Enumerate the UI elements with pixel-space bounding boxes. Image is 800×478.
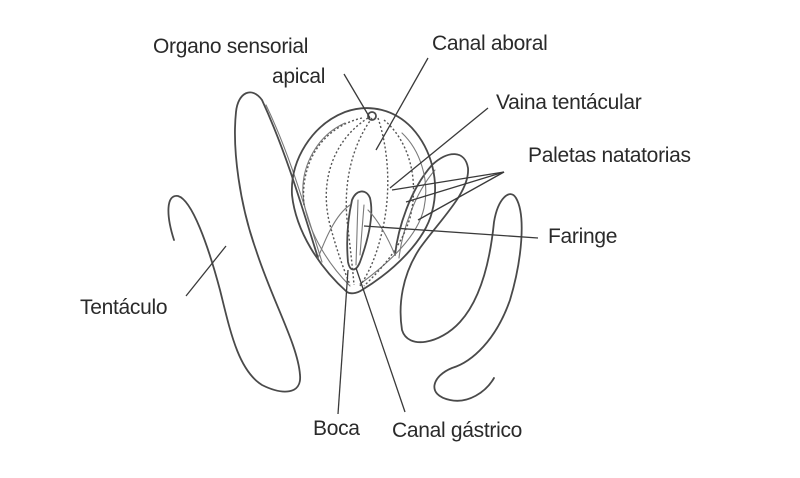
label-canal-gastrico: Canal gástrico	[392, 419, 523, 442]
pharynx	[346, 190, 373, 271]
leader-paletas-1	[405, 171, 505, 203]
comb-row-4	[363, 119, 415, 287]
left-tentacle-loop	[167, 91, 319, 393]
body-outline	[291, 107, 436, 295]
apical-organ	[367, 111, 377, 121]
label-boca: Boca	[313, 417, 360, 440]
label-faringe: Faringe	[548, 225, 618, 248]
label-apical: apical	[272, 65, 326, 88]
left-tentacle-sheath	[317, 204, 351, 259]
leader-boca	[337, 269, 349, 415]
pharynx-center	[355, 199, 359, 266]
comb-row-1	[325, 117, 369, 286]
label-organo-sensorial: Organo sensorial	[153, 35, 309, 58]
label-paletas-natatorias: Paletas natatorias	[528, 144, 691, 167]
leader-organo-sensorial	[343, 73, 371, 119]
leader-canal-gastrico	[355, 267, 406, 413]
leader-faringe	[363, 225, 539, 239]
right-tentacle-sheath	[367, 209, 396, 256]
leader-vaina-tentacular	[389, 107, 489, 189]
leader-tentaculo	[185, 245, 227, 297]
label-vaina-tentacular: Vaina tentácular	[496, 91, 642, 114]
left-tentacle-inner	[265, 104, 323, 263]
leader-paletas-2	[417, 171, 505, 221]
right-tentacle-loop	[394, 153, 523, 402]
body-inner-left	[302, 122, 351, 287]
leader-paletas-3	[391, 171, 505, 191]
label-tentaculo: Tentáculo	[80, 296, 168, 319]
body-inner-right	[359, 132, 427, 285]
pharynx-center-2	[359, 204, 365, 256]
leader-canal-aboral	[375, 57, 429, 151]
comb-row-3	[359, 117, 389, 287]
label-canal-aboral: Canal aboral	[432, 32, 548, 55]
comb-row-5	[302, 117, 363, 206]
right-tentacle-inner	[398, 169, 436, 259]
comb-row-2	[345, 117, 373, 286]
